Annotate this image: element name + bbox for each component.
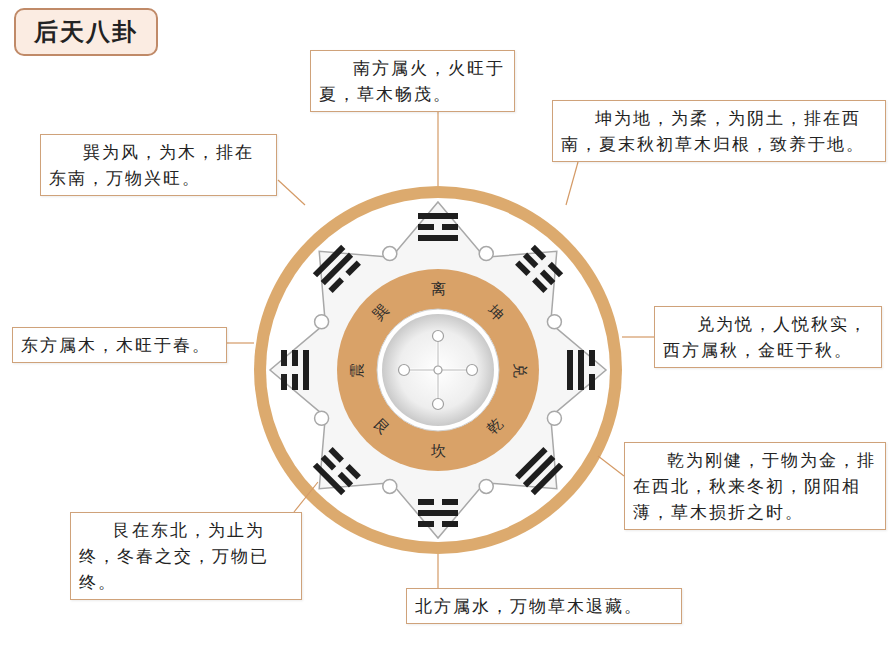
leader-line [598, 456, 624, 476]
center-disc [382, 314, 494, 426]
callout-box: 坤为地，为柔，为阴土，排在西南，夏末秋初草木归根，致养于地。 [552, 100, 886, 162]
callout-box: 东方属木，木旺于春。 [12, 327, 227, 363]
callout-box: 艮在东北，为止为终，冬春之交，万物已终。 [70, 512, 302, 600]
trigram-symbol [567, 350, 595, 390]
callout-text: 乾为刚健，于物为金，排在西北，秋来冬初，阴阳相薄，草木损折之时。 [633, 447, 877, 525]
callout-text: 巽为风，为木，排在东南，万物兴旺。 [49, 139, 268, 191]
notch-circle [315, 411, 329, 425]
trigram-symbol [515, 245, 563, 293]
star-frame [270, 202, 606, 538]
white-ring [266, 198, 610, 542]
notch-circle [383, 479, 397, 493]
trigram-symbol [313, 245, 361, 293]
leader-line [278, 180, 305, 205]
leader-line [437, 554, 438, 588]
notch-circle [547, 411, 561, 425]
notch-circle [383, 247, 397, 261]
leader-line [437, 112, 438, 186]
callout-text: 艮在东北，为止为终，冬春之交，万物已终。 [79, 517, 293, 595]
callout-text: 北方属水，万物草木退藏。 [415, 593, 673, 619]
trigram-symbol [313, 447, 361, 495]
callout-text: 东方属木，木旺于春。 [21, 332, 218, 358]
notch-circle [479, 479, 493, 493]
callout-box: 兑为悦，人悦秋实，西方属秋，金旺于秋。 [654, 306, 882, 368]
trigram-symbol [418, 499, 458, 527]
notch-circle [315, 315, 329, 329]
leader-line [227, 342, 254, 343]
trigram-name: 兑 [512, 363, 527, 378]
notch-circle [547, 315, 561, 329]
outer-ring [254, 186, 622, 554]
name-band [337, 269, 539, 471]
trigram-name: 坎 [431, 444, 446, 459]
trigram-symbol [418, 213, 458, 241]
callout-box: 北方属水，万物草木退藏。 [406, 588, 682, 624]
callout-box: 乾为刚健，于物为金，排在西北，秋来冬初，阴阳相薄，草木损折之时。 [624, 442, 886, 530]
leader-line [294, 482, 318, 512]
inner-ring [377, 309, 499, 431]
callout-box: 巽为风，为木，排在东南，万物兴旺。 [40, 134, 277, 196]
trigram-name: 离 [431, 282, 446, 297]
notch-circle [479, 247, 493, 261]
page-title: 后天八卦 [14, 8, 158, 56]
callout-box: 南方属火，火旺于夏，草木畅茂。 [310, 50, 515, 112]
trigram-symbol [281, 350, 309, 390]
trigram-name: 震 [350, 363, 365, 378]
leader-line [566, 162, 578, 205]
callout-text: 南方属火，火旺于夏，草木畅茂。 [319, 55, 506, 107]
callout-text: 坤为地，为柔，为阴土，排在西南，夏末秋初草木归根，致养于地。 [561, 105, 877, 157]
callout-text: 兑为悦，人悦秋实，西方属秋，金旺于秋。 [663, 311, 873, 363]
cross-symbol [399, 331, 478, 410]
trigram-symbol [515, 447, 563, 495]
leader-line [622, 336, 654, 337]
